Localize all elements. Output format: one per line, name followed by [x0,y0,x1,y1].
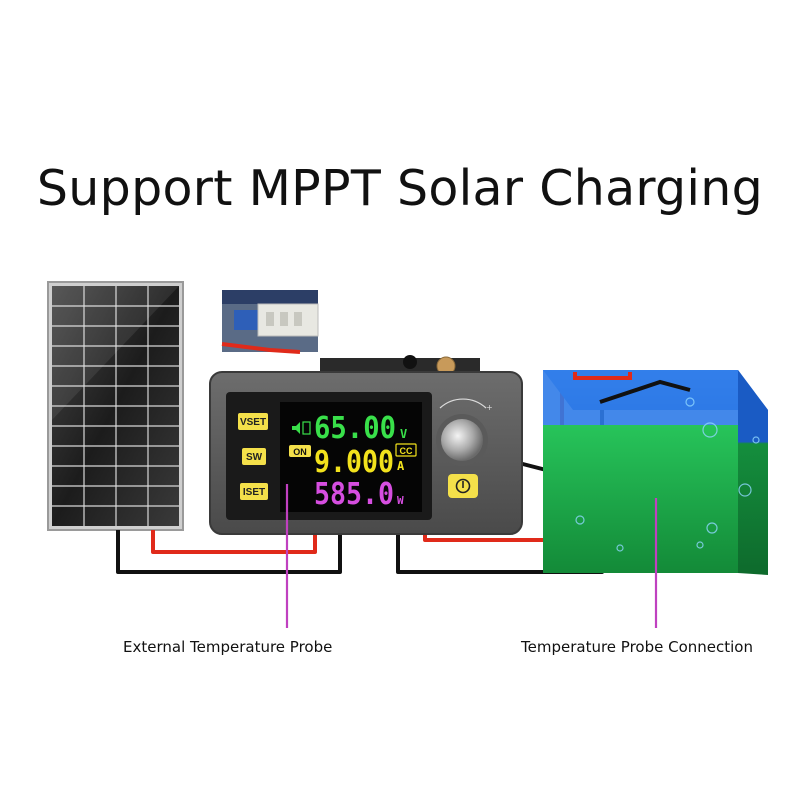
pointer-lines [285,484,658,628]
current-readout: 9.000 [314,445,394,480]
current-unit: A [397,459,405,473]
solar-panel [47,281,184,531]
power-button[interactable] [448,474,478,498]
power-icon [455,478,471,494]
caption-external-temperature-probe: External Temperature Probe [123,638,333,656]
iset-button[interactable]: ISET [240,483,268,500]
page-title: Support MPPT Solar Charging [36,160,764,217]
adjust-knob[interactable]: + [436,398,493,466]
on-badge-bg [289,445,311,457]
voltage-readout: 65.00 [314,411,396,446]
battery [543,370,768,575]
connector-photo [221,290,319,354]
svg-text:+: + [486,403,493,412]
svg-text:ISET: ISET [243,487,265,498]
speaker-icon [292,422,300,434]
cc-badge-bg [395,443,417,457]
voltage-unit: V [400,427,407,441]
power-supply-module: VSET SW ISET 65.00 V ON 9.000 CC A 585.0… [209,355,523,535]
battery-icon [302,421,311,435]
svg-text:SW: SW [246,452,263,463]
cc-badge: CC [400,446,413,456]
caption-temperature-probe-connection: Temperature Probe Connection [521,638,753,656]
sw-button[interactable]: SW [242,448,266,465]
on-badge: ON [293,447,307,457]
svg-text:VSET: VSET [240,417,266,428]
vset-button[interactable]: VSET [238,413,268,430]
power-readout: 585.0 [314,477,394,512]
power-unit: W [397,494,404,507]
